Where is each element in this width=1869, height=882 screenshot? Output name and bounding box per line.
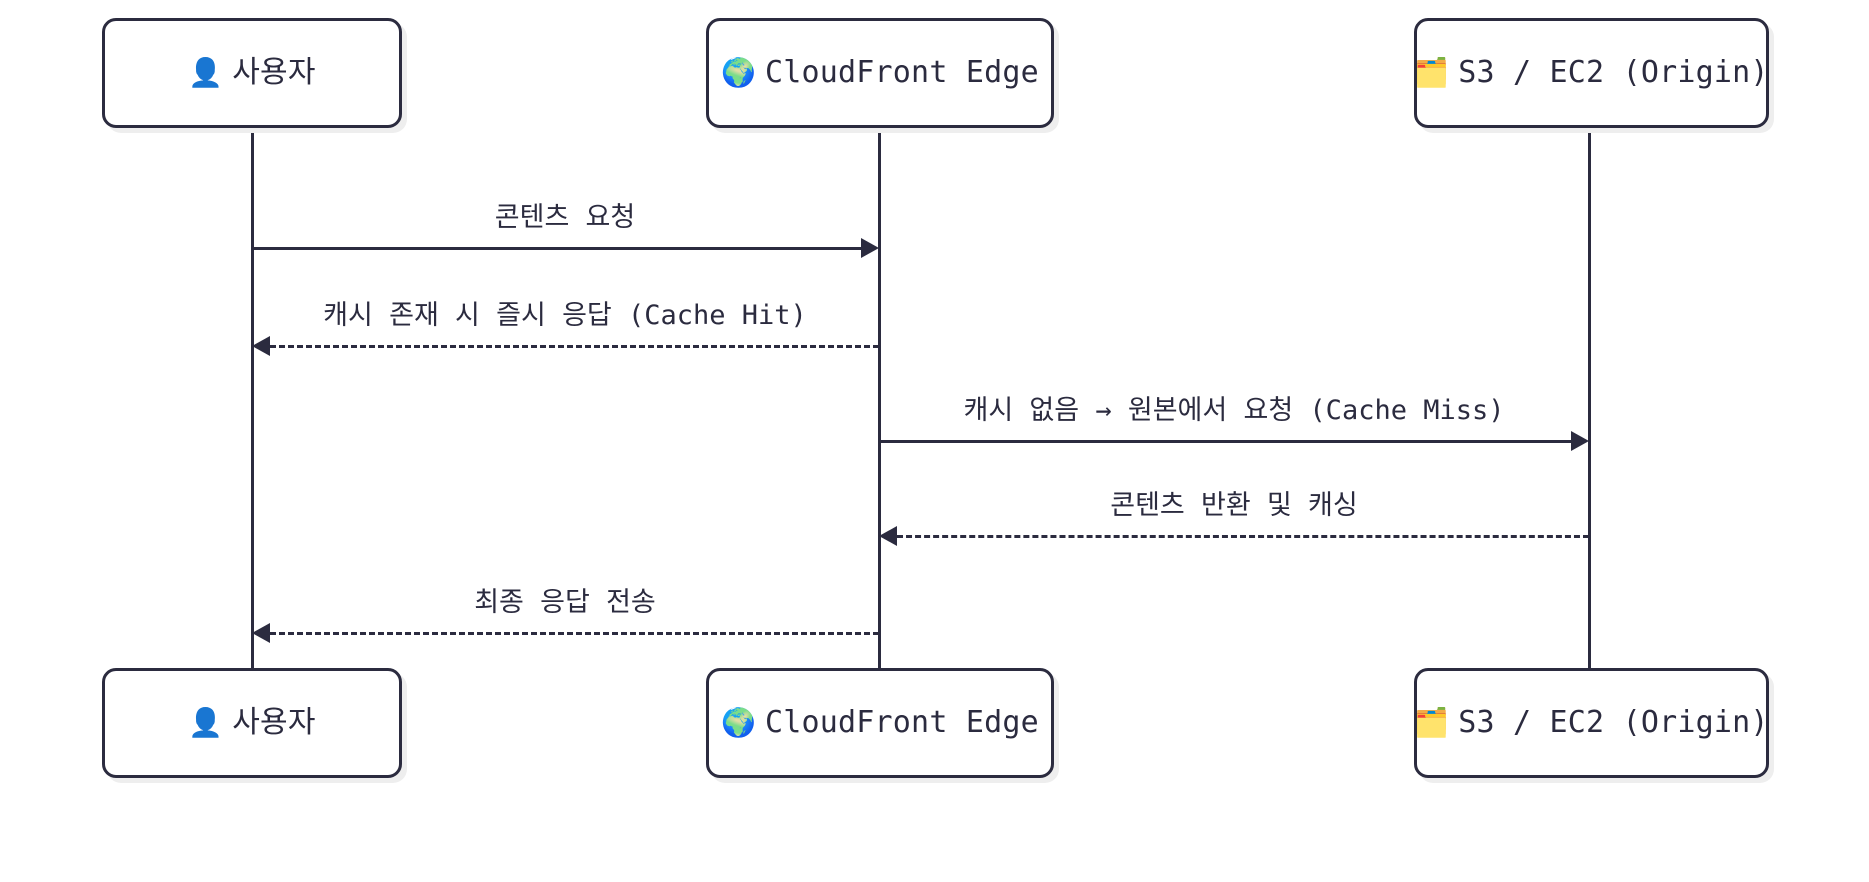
arrowhead-left-cache-hit bbox=[252, 336, 270, 356]
message-line-content-request bbox=[252, 247, 861, 250]
message-line-cache-hit bbox=[270, 345, 879, 348]
message-label-cache-miss: 캐시 없음 → 원본에서 요청 (Cache Miss) bbox=[963, 395, 1505, 426]
participant-box-origin-top[interactable]: 🗂️ S3 / EC2 (Origin) bbox=[1414, 18, 1769, 128]
message-label-content-return-cache: 콘텐츠 반환 및 캐싱 bbox=[1110, 490, 1358, 521]
participant-box-cloudfront-top[interactable]: 🌍 CloudFront Edge bbox=[706, 18, 1054, 128]
participant-label-user-top: 사용자 bbox=[232, 55, 316, 90]
message-line-content-return-cache bbox=[897, 535, 1589, 538]
arrowhead-left-content-return-cache bbox=[879, 526, 897, 546]
participant-box-user-bottom[interactable]: 👤 사용자 bbox=[102, 668, 402, 778]
lifeline-user bbox=[251, 128, 254, 670]
message-label-content-request: 콘텐츠 요청 bbox=[494, 202, 636, 233]
participant-box-origin-bottom[interactable]: 🗂️ S3 / EC2 (Origin) bbox=[1414, 668, 1769, 778]
lifeline-origin bbox=[1588, 128, 1591, 670]
card-index-dividers-icon: 🗂️ bbox=[1414, 706, 1450, 739]
participant-box-cloudfront-bottom[interactable]: 🌍 CloudFront Edge bbox=[706, 668, 1054, 778]
arrowhead-right-content-request bbox=[861, 238, 879, 258]
participant-box-user-top[interactable]: 👤 사용자 bbox=[102, 18, 402, 128]
participant-label-user-bottom: 사용자 bbox=[232, 705, 316, 740]
message-line-cache-miss bbox=[879, 440, 1571, 443]
participant-label-cloudfront-top: CloudFront Edge bbox=[764, 55, 1039, 90]
card-index-dividers-icon: 🗂️ bbox=[1414, 56, 1450, 89]
message-label-cache-hit: 캐시 존재 시 즐시 응답 (Cache Hit) bbox=[323, 300, 807, 331]
bust-in-silhouette-icon: 👤 bbox=[188, 706, 224, 739]
arrowhead-left-final-response bbox=[252, 623, 270, 643]
lifeline-cloudfront bbox=[878, 128, 881, 670]
participant-label-origin-top: S3 / EC2 (Origin) bbox=[1458, 55, 1769, 90]
message-label-final-response: 최종 응답 전송 bbox=[474, 587, 656, 618]
message-line-final-response bbox=[270, 632, 879, 635]
bust-in-silhouette-icon: 👤 bbox=[188, 56, 224, 89]
arrowhead-right-cache-miss bbox=[1571, 431, 1589, 451]
globe-europe-africa-icon: 🌍 bbox=[721, 56, 756, 89]
participant-label-origin-bottom: S3 / EC2 (Origin) bbox=[1458, 705, 1769, 740]
participant-label-cloudfront-bottom: CloudFront Edge bbox=[764, 705, 1039, 740]
globe-europe-africa-icon: 🌍 bbox=[721, 706, 756, 739]
